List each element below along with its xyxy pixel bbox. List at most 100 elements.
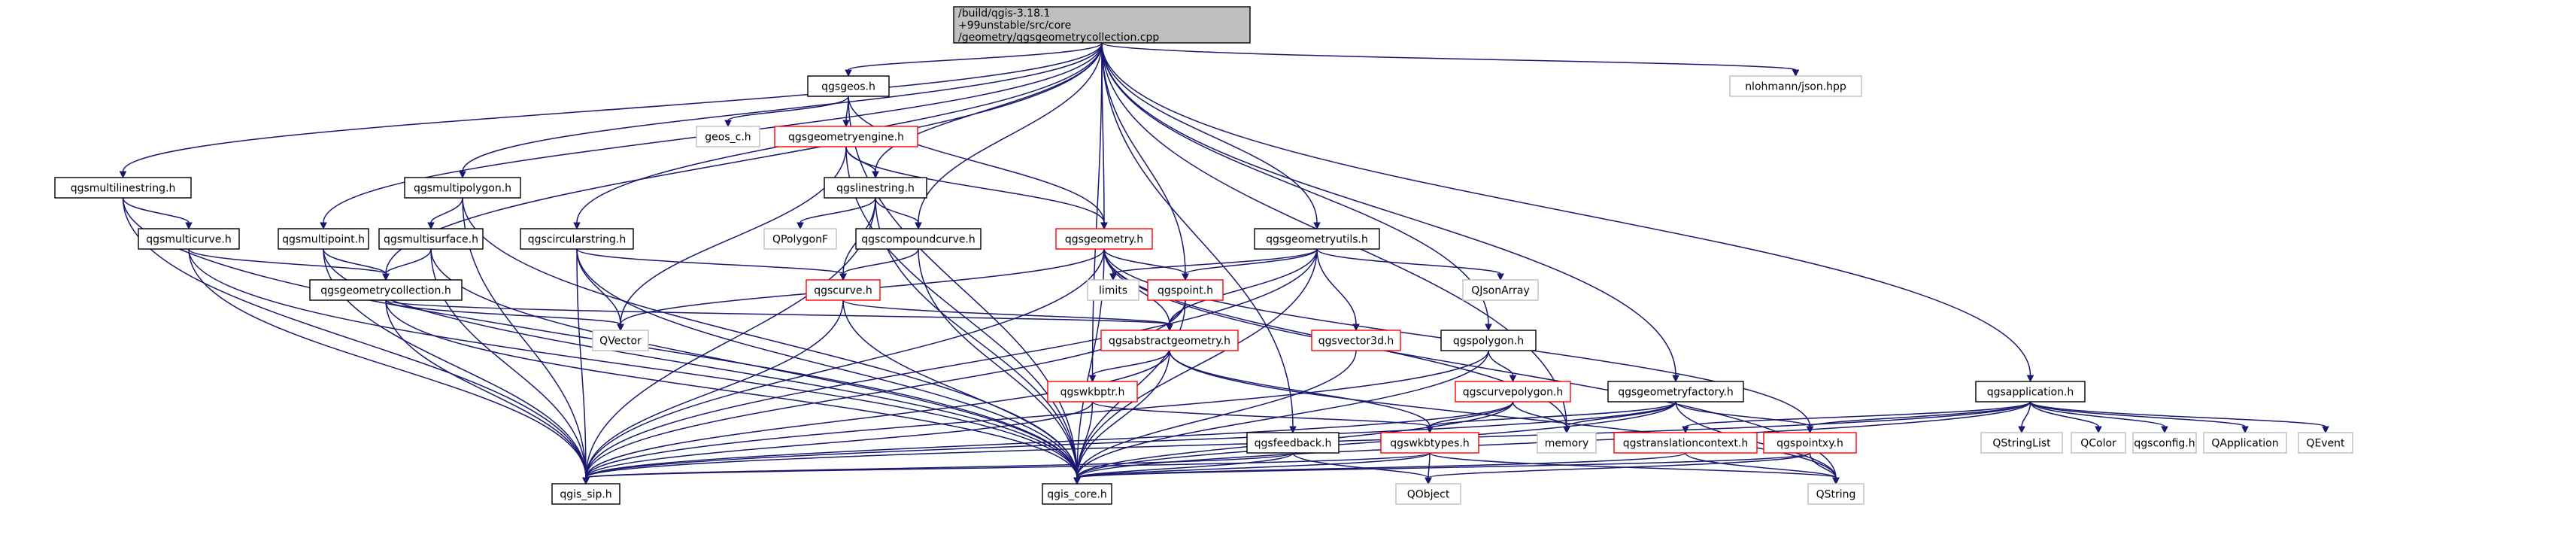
node-qevent[interactable]: QEvent (2298, 432, 2353, 454)
node-box (2298, 432, 2353, 454)
edge-line (2029, 401, 2246, 427)
node-qgscompoundcurve[interactable]: qgscompoundcurve.h (855, 228, 982, 250)
edge-line (385, 299, 1078, 479)
edge-arrowhead (845, 69, 852, 77)
edge-qgspointxy-to-qstring (1809, 452, 1840, 485)
node-label: qgsmultilinestring.h (71, 183, 176, 195)
node-qgsmultipolygon[interactable]: qgsmultipolygon.h (404, 177, 521, 199)
node-qobject[interactable]: QObject (1395, 483, 1461, 505)
node-geos_c[interactable]: geos_c.h (696, 126, 760, 147)
edge-arrowhead (1425, 477, 1432, 485)
node-label: qgis_core.h (1047, 489, 1107, 501)
node-box (1100, 330, 1239, 351)
node-limits[interactable]: limits (1087, 279, 1139, 301)
node-box (1729, 75, 1862, 97)
node-qgspolygon[interactable]: qgspolygon.h (1440, 330, 1537, 351)
node-qgscircularstring[interactable]: qgscircularstring.h (520, 228, 634, 250)
node-label: qgspointxy.h (1776, 438, 1843, 450)
node-qgscurve[interactable]: qgscurve.h (806, 279, 881, 301)
node-box (1537, 432, 1597, 454)
node-qgstranslationcontext[interactable]: qgstranslationcontext.h (1613, 432, 1758, 454)
node-qgsgeos[interactable]: qgsgeos.h (807, 75, 890, 97)
edge-line (2029, 401, 2165, 427)
node-qgsgeometryfactory[interactable]: qgsgeometryfactory.h (1607, 381, 1744, 403)
node-qgsgeometrycollection_h[interactable]: qgsgeometrycollection.h (309, 279, 463, 301)
edge-qgsapplication-to-qapplication (2029, 401, 2249, 434)
edge-qgsgeometrycollection_h-to-qgsabstractgeometry (385, 299, 1173, 332)
node-qgsabstractgeometry[interactable]: qgsabstractgeometry.h (1100, 330, 1239, 351)
edge-qgsgeometryutils-to-qgsvector3d (1316, 248, 1360, 332)
node-box (1807, 483, 1864, 505)
edge-line (385, 299, 621, 325)
node-qgsfeedback[interactable]: qgsfeedback.h (1246, 432, 1340, 454)
node-qgsmultipoint[interactable]: qgsmultipoint.h (278, 228, 369, 250)
node-qgis_core[interactable]: qgis_core.h (1042, 483, 1112, 505)
node-memory[interactable]: memory (1537, 432, 1597, 454)
edge-qgsgeometrycollection_h-to-qgis_core (385, 299, 1081, 485)
node-qapplication[interactable]: QApplication (2203, 432, 2287, 454)
node-qgsapplication[interactable]: qgsapplication.h (1975, 381, 2086, 403)
node-qgscurvepolygon[interactable]: qgscurvepolygon.h (1455, 381, 1571, 403)
node-qgsmultisurface[interactable]: qgsmultisurface.h (378, 228, 484, 250)
edge-line (1076, 401, 1094, 479)
edge-line (1076, 350, 1170, 479)
node-qgsgeometry[interactable]: qgsgeometry.h (1055, 228, 1153, 250)
node-qcolor[interactable]: QColor (2071, 432, 2126, 454)
node-qgsgeometryutils[interactable]: qgsgeometryutils.h (1254, 228, 1380, 250)
edge-qgslinestring-to-qpolygonf (796, 197, 876, 230)
node-qgis_sip[interactable]: qgis_sip.h (551, 483, 620, 505)
node-qjsonarray[interactable]: QJsonArray (1462, 279, 1539, 301)
node-nlohmann[interactable]: nlohmann/json.hpp (1729, 75, 1862, 97)
edge-qgspointxy-to-qobject (1425, 452, 1811, 485)
node-qgswkbtypes[interactable]: qgswkbtypes.h (1380, 432, 1479, 454)
edge-line (918, 248, 1078, 479)
node-qgspoint[interactable]: qgspoint.h (1147, 279, 1224, 301)
node-qgsmultilinestring[interactable]: qgsmultilinestring.h (54, 177, 192, 199)
edge-qgscompoundcurve-to-qgscurve (839, 248, 919, 281)
edge-line (918, 42, 1103, 223)
node-box (1440, 330, 1537, 351)
node-box (592, 330, 649, 351)
edge-line (1512, 401, 1567, 427)
edge-line (842, 299, 1170, 325)
node-box (1147, 279, 1224, 301)
node-label: qgspoint.h (1158, 285, 1213, 297)
edge-line (1103, 248, 1186, 275)
node-qpolygonf[interactable]: QPolygonF (763, 228, 837, 250)
edge-arrowhead (382, 273, 390, 281)
edge-qgsmultilinestring-to-qgsmulticurve (122, 197, 193, 230)
node-qgspointxy[interactable]: qgspointxy.h (1763, 432, 1857, 454)
edge-arrowhead (872, 171, 879, 179)
node-qgsvector3d[interactable]: qgsvector3d.h (1311, 330, 1401, 351)
node-label: QVector (599, 336, 642, 348)
node-box (824, 177, 927, 199)
edge-arrowhead (1672, 375, 1679, 383)
edge-line (576, 248, 587, 479)
edge-qgsgeometrycollection_h-to-qgis_sip (385, 299, 590, 485)
edge-arrowhead (1832, 477, 1840, 485)
node-box (1042, 483, 1112, 505)
node-qvector[interactable]: QVector (592, 330, 649, 351)
node-qstring[interactable]: QString (1807, 483, 1864, 505)
node-label: qgscompoundcurve.h (861, 234, 975, 246)
node-qgsgeometryengine[interactable]: qgsgeometryengine.h (774, 126, 918, 147)
node-qstringlist[interactable]: QStringList (1980, 432, 2063, 454)
edge-line (323, 248, 387, 275)
edge-arrowhead (573, 222, 581, 230)
node-label: nlohmann/json.hpp (1745, 81, 1846, 93)
node-box (1055, 228, 1153, 250)
edge-qgsapplication-to-qevent (2029, 401, 2329, 434)
node-qgsmulticurve[interactable]: qgsmulticurve.h (138, 228, 240, 250)
edge-root-to-qgsgeometryutils (1101, 42, 1321, 230)
edge-line (385, 299, 1170, 325)
edge-arrowhead (2026, 375, 2034, 383)
node-qgsconfig[interactable]: qgsconfig.h (2132, 432, 2197, 454)
node-qgslinestring[interactable]: qgslinestring.h (824, 177, 927, 199)
node-qgswkbptr[interactable]: qgswkbptr.h (1047, 381, 1138, 403)
edge-line (1076, 452, 1686, 479)
edge-arrowhead (1352, 324, 1360, 332)
edge-arrowhead (320, 222, 327, 230)
edge-arrowhead (915, 222, 922, 230)
edge-qgstranslationcontext-to-qstring (1685, 452, 1840, 485)
node-root[interactable]: /build/qgis-3.18.1+99unstable/src/core/g… (953, 6, 1251, 44)
